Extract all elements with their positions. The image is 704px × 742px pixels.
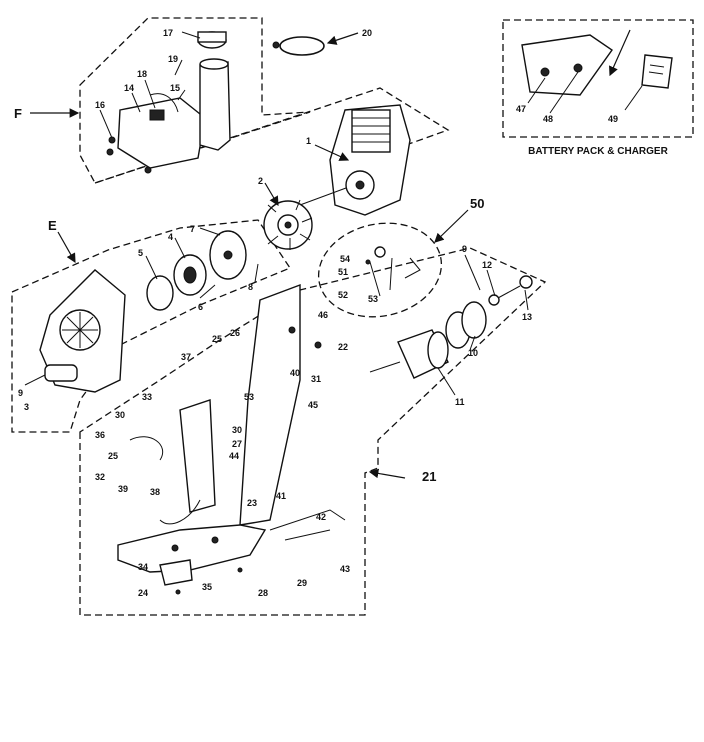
callout-24: 24	[138, 588, 148, 598]
callout-53-group50: 53	[368, 294, 378, 304]
handle-frame-assembly	[117, 283, 346, 595]
callout-25-top: 25	[212, 334, 222, 344]
callout-45: 45	[308, 400, 318, 410]
callout-14: 14	[124, 83, 134, 93]
callout-15: 15	[170, 83, 180, 93]
clutch-spring	[146, 275, 174, 311]
callout-4: 4	[168, 232, 173, 242]
callout-9-right: 9	[462, 244, 467, 254]
callout-42: 42	[316, 512, 326, 522]
callout-36: 36	[95, 430, 105, 440]
callout-18: 18	[137, 69, 147, 79]
callout-3: 3	[24, 402, 29, 412]
group-label-21: 21	[422, 469, 436, 484]
callout-27: 27	[232, 439, 242, 449]
callout-10: 10	[468, 348, 478, 358]
callout-5: 5	[138, 248, 143, 258]
callout-30-left: 30	[115, 410, 125, 420]
callout-26: 26	[230, 328, 240, 338]
callout-46: 46	[318, 310, 328, 320]
group-e-boundary	[11, 219, 291, 433]
group-f-boundary	[79, 17, 311, 184]
callout-20: 20	[362, 28, 372, 38]
callout-40: 40	[290, 368, 300, 378]
battery-pack-boundary	[502, 19, 694, 138]
callout-48: 48	[543, 114, 553, 124]
callout-labels: 17 20 19 18 14 15 16 F 1 2 E 5 4 7 8 6 9…	[14, 28, 669, 598]
leader-lines	[24, 29, 643, 479]
flywheel	[263, 199, 313, 250]
callout-32: 32	[95, 472, 105, 482]
callout-51: 51	[338, 267, 348, 277]
callout-30-right: 30	[232, 425, 242, 435]
callout-13: 13	[522, 312, 532, 322]
callout-44: 44	[229, 451, 239, 461]
charger	[641, 54, 673, 89]
group-label-e: E	[48, 218, 57, 233]
callout-7: 7	[190, 224, 195, 234]
callout-16: 16	[95, 100, 105, 110]
battery-pack	[521, 34, 613, 96]
callout-37: 37	[181, 352, 191, 362]
callout-25-mid: 25	[108, 451, 118, 461]
callout-54: 54	[340, 254, 350, 264]
engine-block	[299, 104, 411, 216]
callout-2: 2	[258, 176, 263, 186]
callout-33: 33	[142, 392, 152, 402]
callout-38: 38	[150, 487, 160, 497]
callout-9-left: 9	[18, 388, 23, 398]
callout-39: 39	[118, 484, 128, 494]
callout-41: 41	[276, 491, 286, 501]
group-50-parts	[365, 246, 421, 297]
callout-53-frame: 53	[244, 392, 254, 402]
callout-34: 34	[138, 562, 148, 572]
clutch-drum	[369, 275, 533, 379]
o-ring	[279, 36, 325, 56]
callout-29: 29	[297, 578, 307, 588]
battery-pack-caption: BATTERY PACK & CHARGER	[528, 146, 668, 157]
group-label-50: 50	[470, 196, 484, 211]
callout-49: 49	[608, 114, 618, 124]
callout-19: 19	[168, 54, 178, 64]
callout-8: 8	[248, 282, 253, 292]
callout-22: 22	[338, 342, 348, 352]
callout-35: 35	[202, 582, 212, 592]
group-21-boundary	[79, 247, 547, 616]
callout-47: 47	[516, 104, 526, 114]
group-label-f: F	[14, 106, 22, 121]
callout-17: 17	[163, 28, 173, 38]
callout-23: 23	[247, 498, 257, 508]
callout-1: 1	[306, 136, 311, 146]
callout-11: 11	[455, 397, 465, 407]
callout-31: 31	[311, 374, 321, 384]
group-50-boundary	[317, 222, 443, 318]
callout-12: 12	[482, 260, 492, 270]
clutch-housing	[39, 269, 126, 393]
callout-43: 43	[340, 564, 350, 574]
callout-6: 6	[198, 302, 203, 312]
callout-52: 52	[338, 290, 348, 300]
callout-28: 28	[258, 588, 268, 598]
